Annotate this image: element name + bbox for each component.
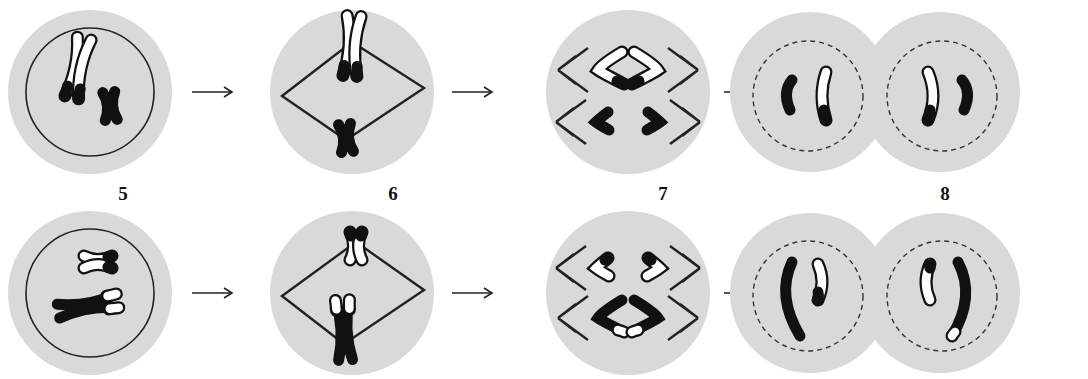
- stage-number: 8: [940, 184, 950, 203]
- metaphase-cell: [270, 211, 434, 375]
- prophase-cell: [8, 211, 172, 375]
- telophase-cell: [730, 12, 1020, 172]
- metaphase-cell: [270, 10, 434, 174]
- arrow: [452, 288, 492, 298]
- anaphase-cell: [546, 10, 710, 174]
- arrow: [192, 87, 232, 97]
- prophase-cell: [8, 10, 172, 174]
- telophase-cell: [730, 213, 1020, 373]
- stage-number: 7: [658, 184, 668, 203]
- anaphase-cell: [546, 211, 710, 375]
- arrow: [452, 87, 492, 97]
- stage-number: 5: [118, 184, 128, 203]
- stage-number: 6: [388, 184, 398, 203]
- arrow: [192, 288, 232, 298]
